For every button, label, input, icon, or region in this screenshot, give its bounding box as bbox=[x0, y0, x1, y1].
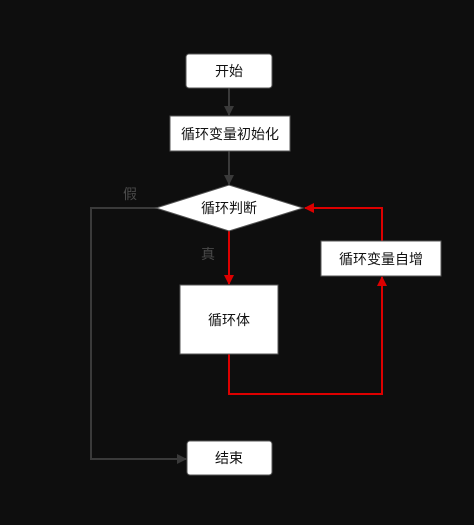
node-body-label: 循环体 bbox=[208, 313, 250, 329]
node-start-label: 开始 bbox=[215, 64, 243, 80]
node-init[interactable]: 循环变量初始化 bbox=[169, 115, 291, 152]
node-increment[interactable]: 循环变量自增 bbox=[320, 240, 442, 277]
label-true: 真 bbox=[201, 247, 215, 263]
node-increment-label: 循环变量自增 bbox=[339, 252, 423, 268]
node-end[interactable]: 结束 bbox=[186, 440, 273, 476]
edge-body-to-increment bbox=[228, 276, 387, 395]
node-body[interactable]: 循环体 bbox=[179, 284, 279, 355]
node-condition[interactable]: 循环判断 bbox=[154, 184, 305, 232]
node-init-label: 循环变量初始化 bbox=[181, 126, 279, 143]
node-condition-label: 循环判断 bbox=[201, 201, 257, 217]
node-end-label: 结束 bbox=[215, 451, 243, 467]
edge-increment-to-condition bbox=[304, 203, 383, 241]
label-false: 假 bbox=[123, 187, 137, 203]
edge-condition-to-end-false bbox=[90, 207, 187, 464]
node-start[interactable]: 开始 bbox=[185, 53, 273, 89]
